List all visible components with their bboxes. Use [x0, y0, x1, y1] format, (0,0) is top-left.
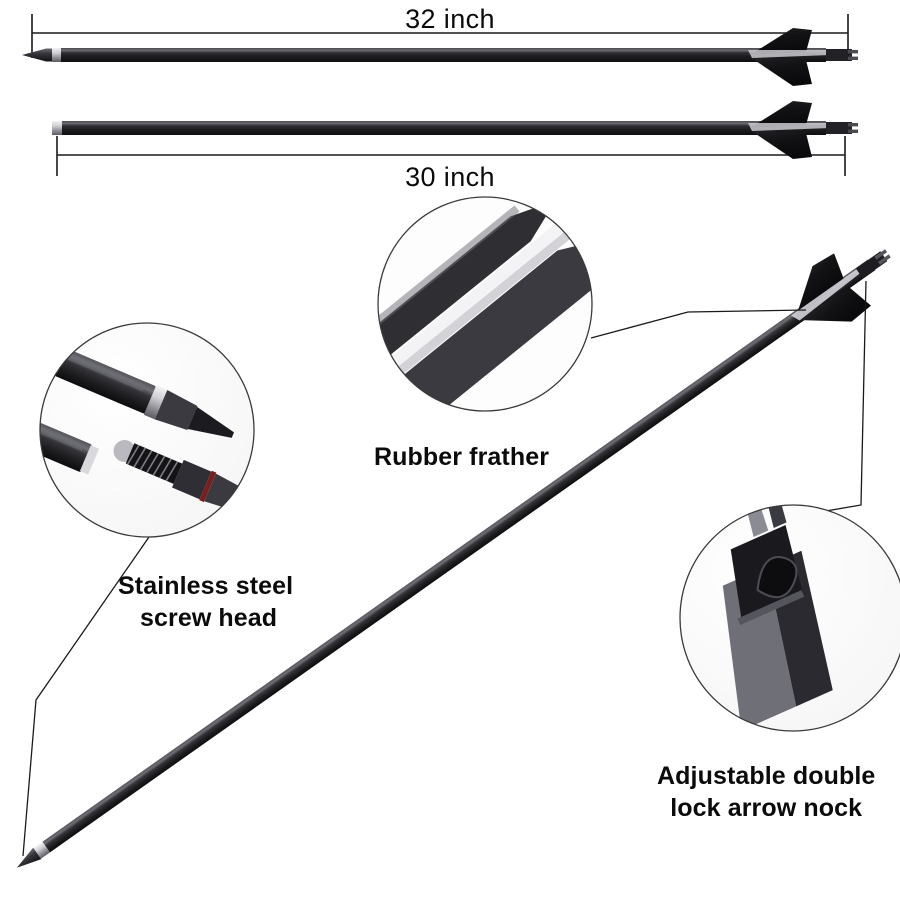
callout-label-rubber-feather: Rubber frather	[374, 443, 550, 471]
feather-detail-vane-upper	[378, 200, 556, 387]
bolt-top-nock-slot-lower	[848, 56, 858, 60]
bolt-top-vane-upper	[750, 28, 812, 55]
callout-label-screw-head-line1: Stainless steel	[118, 572, 294, 600]
screw-detail-point-upper	[187, 406, 235, 438]
screw-detail-body	[172, 459, 212, 500]
main-diagonal-arrow	[16, 249, 891, 868]
callout-circle-rubber-feather	[377, 196, 593, 412]
dimension-label-30inch: 30 inch	[405, 162, 495, 192]
bolt-top-vane-highlight	[748, 50, 830, 58]
feather-detail-vane-lower	[378, 236, 592, 411]
bolt-top-nock	[826, 49, 852, 61]
bolt-top	[22, 28, 858, 86]
screw-detail-red-ring	[199, 470, 217, 503]
feather-detail-white-stripe	[378, 205, 587, 397]
nock-detail-seam	[737, 590, 805, 626]
screw-detail-collar-upper	[154, 389, 198, 430]
main-arrow-vane-highlight	[791, 265, 865, 321]
callout-ring-rubber-feather	[377, 196, 593, 412]
callout-label-arrow-nock-line2: lock arrow nock	[670, 794, 863, 822]
bolt-top-point-tip	[22, 48, 52, 62]
bolt-bottom-vane-highlight	[748, 123, 830, 131]
bolt-bottom-nock	[826, 122, 852, 134]
feather-detail-stripe-shadow	[378, 214, 592, 404]
leader-line-rubber-feather	[590, 309, 807, 339]
bolt-bottom-shaft	[62, 121, 826, 135]
callout-label-arrow-nock: Adjustable double lock arrow nock	[657, 760, 875, 824]
main-arrow-nock	[855, 251, 888, 279]
callout-ring-screw-head	[39, 322, 255, 538]
callout-circle-screw-head	[39, 322, 255, 538]
bolt-bottom	[52, 101, 858, 159]
callout-label-screw-head: Stainless steel screw head	[118, 570, 293, 634]
bolt-top-ferrule	[52, 48, 61, 62]
main-arrow-shaft	[42, 259, 876, 853]
main-arrow-vane-upper	[795, 253, 844, 319]
callout-label-screw-head-line2: screw head	[140, 604, 278, 632]
main-arrow-vane-lower	[796, 287, 871, 322]
screw-detail-point-lower	[235, 489, 254, 521]
bolt-top-shaft	[61, 48, 826, 62]
bolt-top-nock-slot-upper	[848, 50, 858, 54]
dimension-line-30inch	[56, 136, 846, 176]
bolt-bottom-vane-upper	[750, 101, 812, 128]
screw-detail-ferrule-upper	[143, 385, 168, 420]
screw-detail-insert-socket	[79, 445, 100, 475]
nock-detail-lock-clip	[756, 556, 798, 598]
main-arrow-ferrule	[33, 841, 50, 859]
bolt-top-vane-lower	[750, 57, 812, 86]
screw-detail-shaft-lower	[40, 415, 93, 472]
nock-detail-throat-right	[759, 505, 787, 529]
screw-detail-threads	[125, 443, 183, 484]
main-arrow-nock-slot-upper	[874, 249, 888, 260]
bolt-bottom-nock-slot-upper	[848, 123, 858, 127]
main-arrow-point-tip	[16, 847, 42, 868]
callout-circle-arrow-nock	[679, 504, 900, 732]
main-arrow-nock-slot-lower	[878, 254, 891, 265]
callout-label-arrow-nock-line1: Adjustable double	[657, 762, 876, 790]
callout-ring-arrow-nock	[679, 504, 900, 732]
dimension-label-32inch: 32 inch	[405, 4, 495, 34]
bolt-bottom-ferrule	[52, 121, 62, 135]
bolt-bottom-vane-lower	[750, 130, 812, 159]
leader-line-screw-head	[22, 536, 150, 857]
bolt-bottom-nock-slot-lower	[848, 129, 858, 133]
